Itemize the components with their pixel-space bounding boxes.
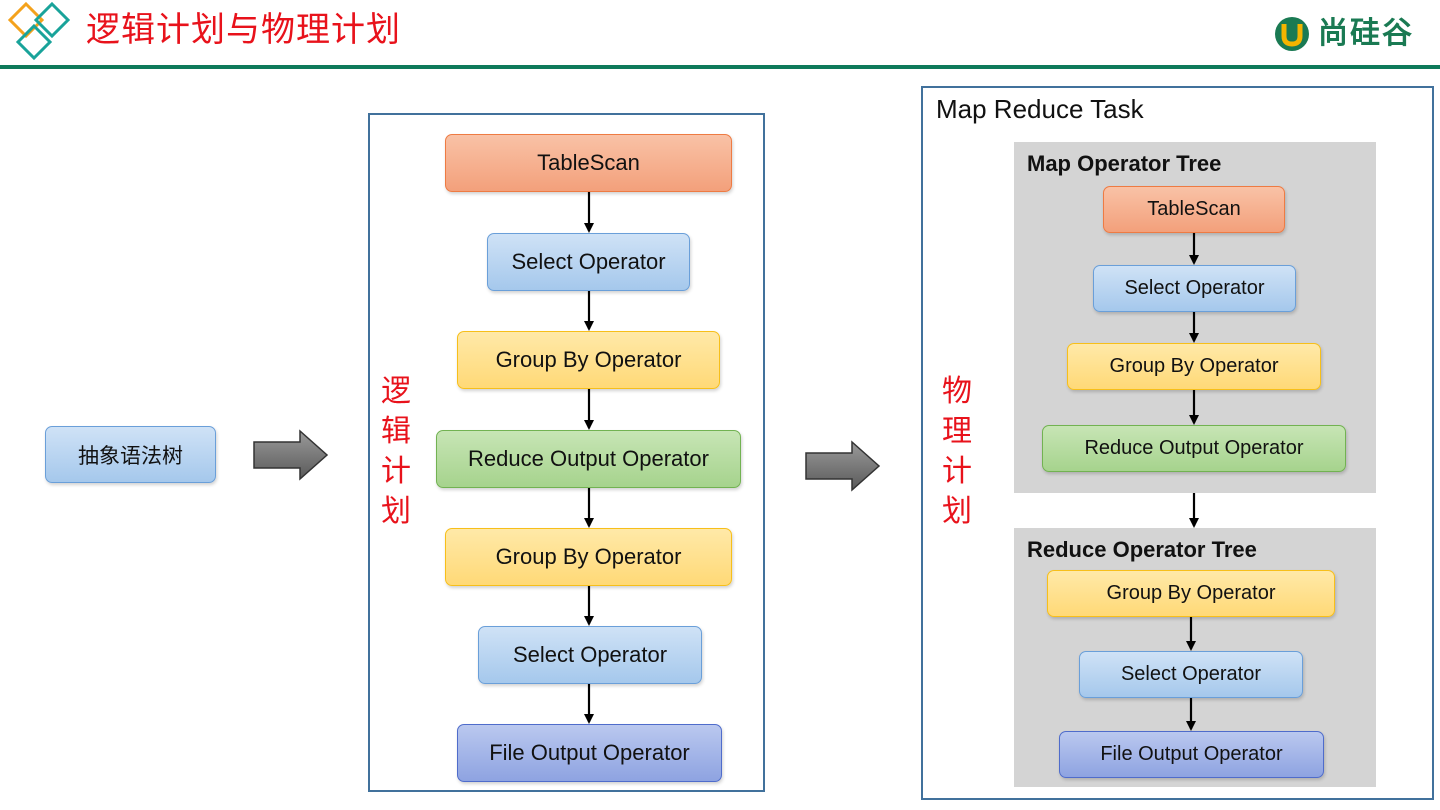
map-node-tablescan: TableScan — [1103, 186, 1285, 233]
brand-name: 尚硅谷 — [1318, 17, 1414, 50]
logical-node-reduce-output-operator: Reduce Output Operator — [436, 430, 741, 488]
map-node-reduce-output-operator: Reduce Output Operator — [1042, 425, 1346, 472]
right-arrow-icon — [253, 429, 329, 481]
label-char: 计 — [381, 455, 411, 488]
diamond-logo-icon — [6, 0, 78, 67]
logical-node-select-operator: Select Operator — [487, 233, 690, 291]
label-char: 计 — [942, 455, 972, 488]
page-title: 逻辑计划与物理计划 — [86, 11, 401, 49]
label-char: 划 — [381, 495, 411, 528]
header-divider — [0, 65, 1440, 69]
right-arrow-icon — [805, 440, 881, 492]
label-char: 划 — [942, 495, 972, 528]
brand-logo-icon — [1275, 17, 1309, 51]
map-node-select-operator: Select Operator — [1093, 265, 1296, 312]
reduce-node-group-by-operator: Group By Operator — [1047, 570, 1335, 617]
map-node-group-by-operator: Group By Operator — [1067, 343, 1321, 390]
map-reduce-task-title: Map Reduce Task — [936, 94, 1144, 124]
label-char: 理 — [942, 415, 972, 448]
logical-node-group-by-operator: Group By Operator — [457, 331, 720, 389]
logical-node-tablescan: TableScan — [445, 134, 732, 192]
label-char: 物 — [942, 375, 972, 408]
reduce-operator-tree-title: Reduce Operator Tree — [1027, 537, 1257, 562]
label-char: 逻 — [381, 375, 411, 408]
ast-box: 抽象语法树 — [45, 426, 216, 483]
logical-node-select-operator: Select Operator — [478, 626, 702, 684]
map-operator-tree-title: Map Operator Tree — [1027, 151, 1222, 176]
reduce-node-file-output-operator: File Output Operator — [1059, 731, 1324, 778]
logical-node-group-by-operator: Group By Operator — [445, 528, 732, 586]
brand: 尚硅谷 — [1272, 12, 1414, 56]
logical-node-file-output-operator: File Output Operator — [457, 724, 722, 782]
logical-plan-label: 逻 辑 计 划 — [376, 372, 416, 532]
physical-plan-label: 物 理 计 划 — [937, 372, 977, 532]
reduce-node-select-operator: Select Operator — [1079, 651, 1303, 698]
label-char: 辑 — [381, 415, 411, 448]
